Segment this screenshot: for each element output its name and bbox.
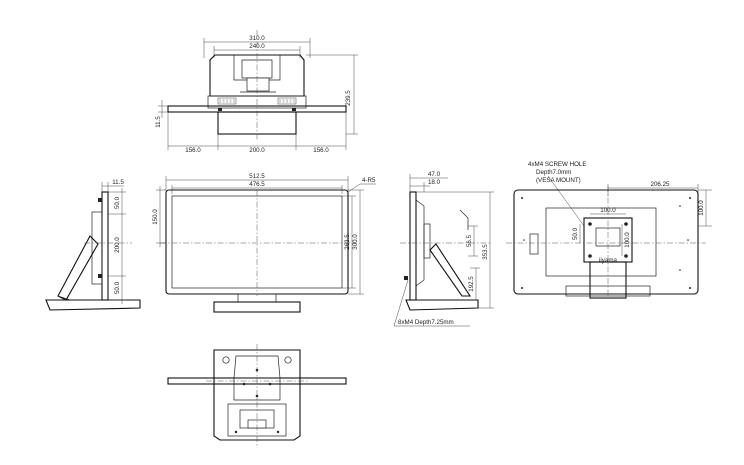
note-vesa-2: Depth7.0mm xyxy=(536,169,571,176)
dim-top-239: 239.5 xyxy=(345,90,352,106)
dim-rear-vesa-w: 100.0 xyxy=(600,207,616,214)
dim-rside-56: 56.5 xyxy=(466,234,473,247)
dim-top-310: 310.0 xyxy=(249,35,265,42)
dim-side-50-top: 50.0 xyxy=(114,196,121,209)
dim-top-156-left: 156.0 xyxy=(185,147,201,154)
front-view: 512.5 476.5 4-R5 150.0 263.5 300.0 xyxy=(152,173,376,313)
dim-top-156-right: 156.0 xyxy=(313,147,329,154)
dim-top-200: 200.0 xyxy=(249,147,265,154)
dim-rear-side-100: 100.0 xyxy=(698,200,705,216)
dim-rear-50: 50.0 xyxy=(572,227,579,240)
dim-front-512: 512.5 xyxy=(249,173,265,180)
vent-left xyxy=(217,97,237,105)
bottom-view xyxy=(167,344,347,446)
note-screw-side: 8xM4 Depth7.25mm xyxy=(398,319,454,326)
dim-rside-47: 47.0 xyxy=(428,171,441,178)
top-view: 310.0 240.0 239.5 xyxy=(155,30,358,154)
left-side-view: 11.5 50.0 200.0 50.0 xyxy=(45,179,141,311)
note-vesa-1: 4xM4 SCREW HOLE xyxy=(528,161,586,168)
dim-front-263: 263.5 xyxy=(344,234,351,250)
vent-right xyxy=(277,97,297,105)
dim-front-150: 150.0 xyxy=(152,209,159,225)
dim-front-r5: 4-R5 xyxy=(362,177,376,184)
brand-label: iiyama xyxy=(599,257,617,264)
dim-side-50-bottom: 50.0 xyxy=(114,281,121,294)
rear-view: 4xM4 SCREW HOLE Depth7.0mm (VESA MOUNT) … xyxy=(506,161,712,300)
dim-side-200: 200.0 xyxy=(114,237,121,253)
dim-rear-206: 206.25 xyxy=(651,181,670,188)
dim-side-11: 11.5 xyxy=(112,179,124,186)
dim-top-240: 240.0 xyxy=(249,43,265,50)
dim-rear-vesa-h: 100.0 xyxy=(624,232,631,248)
note-vesa-3: (VESA MOUNT) xyxy=(536,177,581,184)
dim-front-300: 300.0 xyxy=(352,234,359,250)
dim-top-11: 11.5 xyxy=(155,116,162,128)
dim-rside-18: 18.0 xyxy=(428,179,441,186)
right-side-view: 47.0 18.0 353.5 56.5 192.5 8xM4 Depth7.2… xyxy=(393,171,494,327)
dim-rside-353: 353.5 xyxy=(482,244,489,260)
dim-front-476: 476.5 xyxy=(249,181,265,188)
dim-rside-192: 192.5 xyxy=(468,276,475,292)
